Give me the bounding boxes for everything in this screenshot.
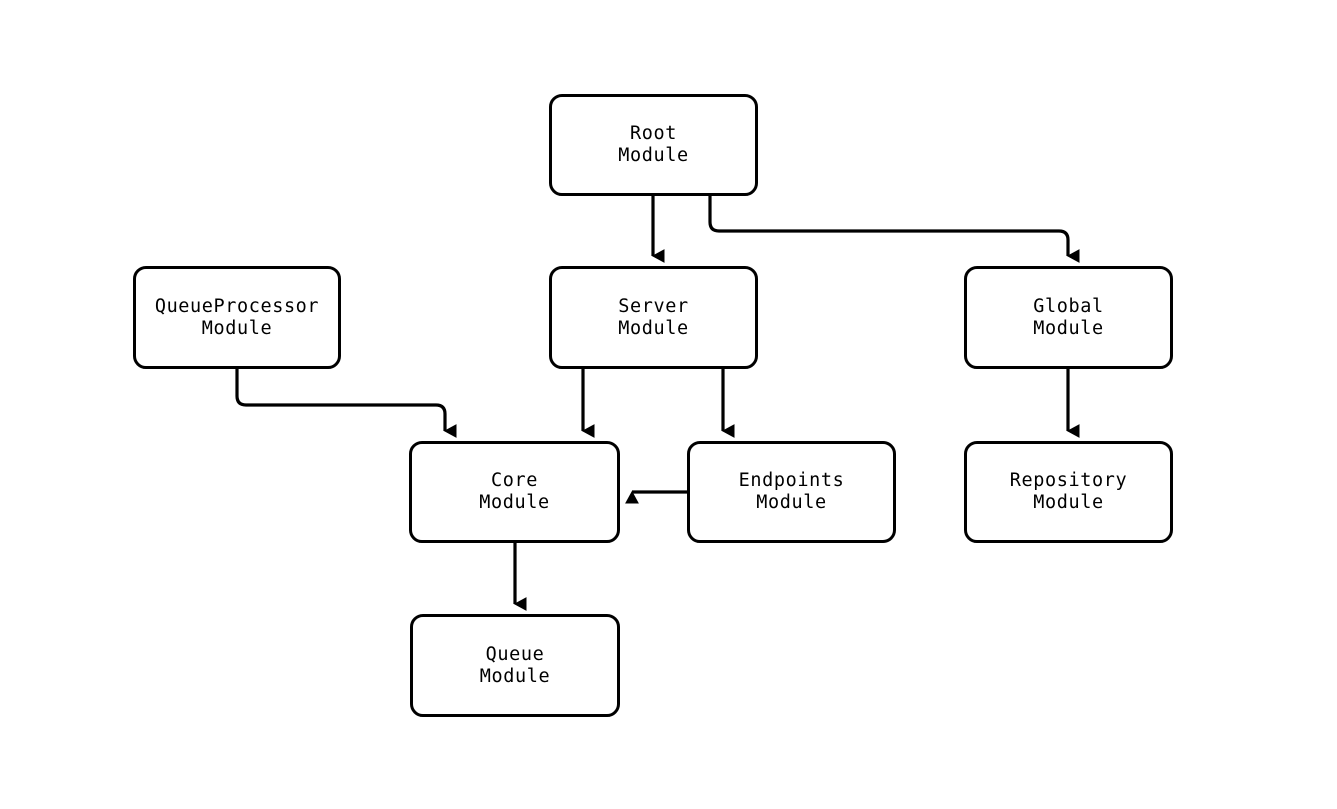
node-label-name: Queue xyxy=(485,643,545,665)
node-label-name: Endpoints xyxy=(738,470,845,491)
node-label-name: Server xyxy=(618,295,689,317)
node-label-name: Root xyxy=(630,123,677,144)
node-label-suffix: Module xyxy=(756,492,827,513)
node-label-suffix: Module xyxy=(479,492,550,513)
node-label-suffix: Module xyxy=(201,317,273,339)
edge-queueprocessor-to-core xyxy=(235,369,457,439)
node-label-name: Global xyxy=(1033,295,1104,317)
node-label-suffix: Module xyxy=(1033,492,1104,513)
node-label-suffix: Module xyxy=(618,145,689,166)
node-label-suffix: Module xyxy=(1033,317,1104,339)
node-label-suffix: Module xyxy=(618,317,689,339)
node-label-name: Repository xyxy=(1009,470,1128,491)
node-label-name: QueueProcessor xyxy=(154,295,320,317)
node-label-suffix: Module xyxy=(479,665,551,687)
edges-group xyxy=(235,196,1080,612)
node-label-name: Core xyxy=(491,470,538,491)
edge-root-to-global xyxy=(708,196,1080,264)
